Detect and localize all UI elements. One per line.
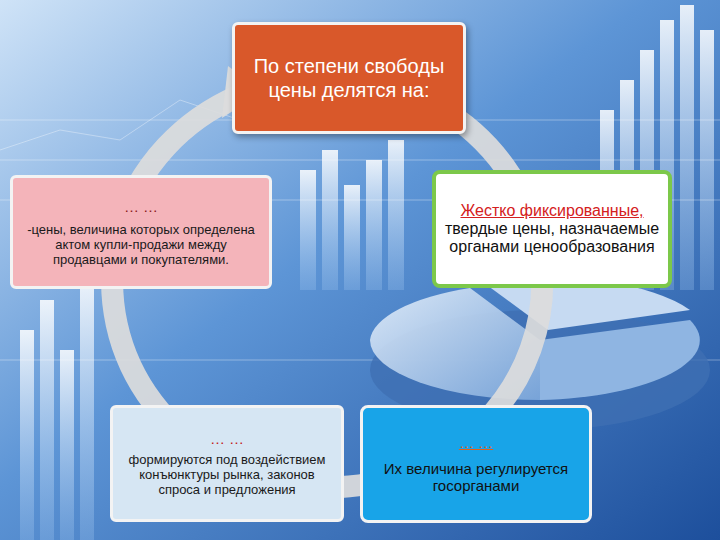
box-text: формируются под воздействием конъюнктуры… xyxy=(123,452,331,497)
regulated-price-box: … … Их величина регулируется госорганами xyxy=(360,405,592,523)
box-heading: … … xyxy=(210,430,244,448)
box-text: твердые цены, назначаемые органами ценоо… xyxy=(444,220,660,256)
box-text: Их величина регулируется госорганами xyxy=(373,460,579,494)
category-header-box: По степени свободы цены делятся на: xyxy=(232,22,466,134)
box-text: -цены, величина которых определена актом… xyxy=(23,222,259,267)
market-price-box: … … формируются под воздействием конъюнкт… xyxy=(110,405,344,522)
box-heading: … … xyxy=(459,434,493,452)
box-heading: … … xyxy=(124,198,158,216)
free-price-box: … … -цены, величина которых определена ак… xyxy=(10,175,272,289)
fixed-price-box: Жестко фиксированные,твердые цены, назна… xyxy=(432,170,672,288)
box-text: По степени свободы цены делятся на: xyxy=(245,54,453,102)
box-heading: Жестко фиксированные, xyxy=(460,202,643,220)
